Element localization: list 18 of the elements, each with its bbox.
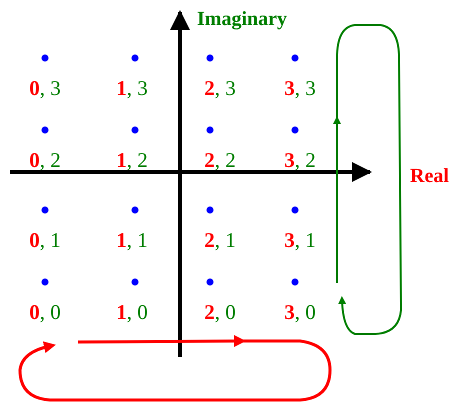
coordinate-label: 0, 0 — [29, 300, 61, 325]
coordinate-label: 1, 0 — [116, 300, 148, 325]
coordinate-label: 3, 0 — [284, 300, 316, 325]
coordinate-label: 3, 3 — [284, 76, 316, 101]
coordinate-label: 1, 2 — [116, 148, 148, 173]
coordinate-label: 0, 2 — [29, 148, 61, 173]
coordinate-label: 0, 1 — [29, 228, 61, 253]
coordinate-label: 2, 3 — [204, 76, 236, 101]
coordinate-label: 2, 0 — [204, 300, 236, 325]
coordinate-label: 3, 2 — [284, 148, 316, 173]
coordinate-label: 1, 3 — [116, 76, 148, 101]
coordinate-label: 1, 1 — [116, 228, 148, 253]
coordinate-label: 2, 2 — [204, 148, 236, 173]
coordinate-label: 3, 1 — [284, 228, 316, 253]
axis-label: Real — [410, 165, 449, 188]
axis-label: Imaginary — [197, 8, 287, 31]
coordinate-label: 2, 1 — [204, 228, 236, 253]
coordinate-label: 0, 3 — [29, 76, 61, 101]
